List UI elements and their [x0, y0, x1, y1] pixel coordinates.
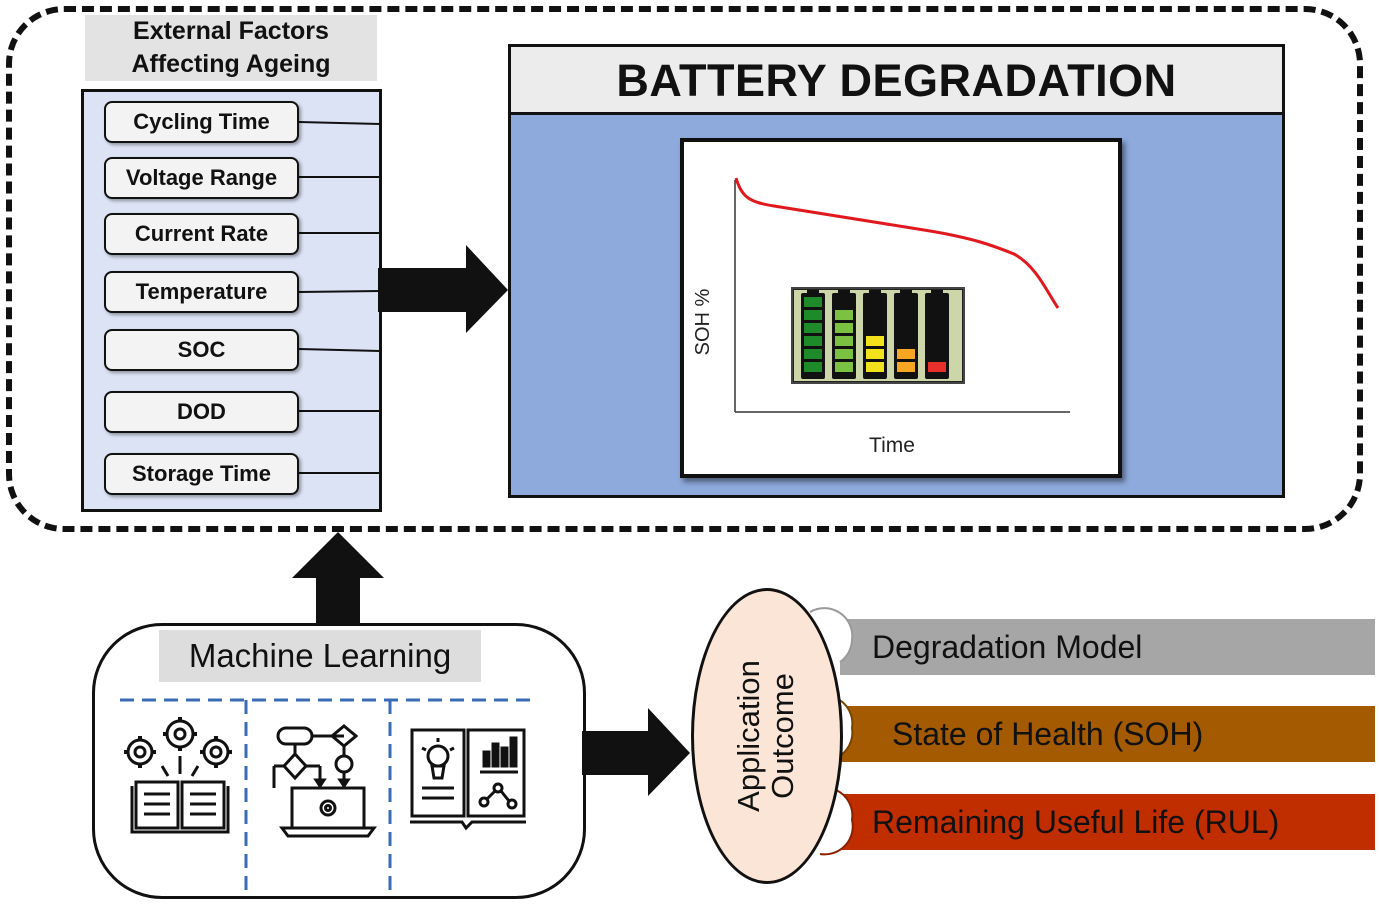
arrow-right-to-application — [582, 708, 690, 796]
soh-curve — [734, 177, 1060, 309]
dashed-frame — [6, 6, 1363, 532]
outcome-soh-label: State of Health (SOH) — [892, 716, 1204, 752]
gears-book-icon — [124, 717, 232, 834]
factor-dod: DOD — [104, 391, 299, 433]
factor-temperature: Temperature — [104, 271, 299, 313]
application-outcome-ellipse — [691, 588, 843, 884]
factor-voltage-range: Voltage Range — [104, 157, 299, 199]
y-axis-label: SOH % — [692, 288, 714, 355]
outcome-degradation-model: Degradation Model — [840, 619, 1375, 675]
factor-soc: SOC — [104, 329, 299, 371]
arrow-right-to-degradation — [378, 245, 508, 333]
analytics-book-icon — [410, 728, 526, 831]
ml-icons — [120, 698, 532, 890]
outcome-rul-label: Remaining Useful Life (RUL) — [872, 804, 1280, 840]
factors-title-text: External Factors Affecting Ageing — [131, 17, 331, 78]
factor-cycling-time: Cycling Time — [104, 101, 299, 143]
factor-storage-time: Storage Time — [104, 453, 299, 495]
outcome-degradation-model-label: Degradation Model — [872, 629, 1143, 665]
soh-chart: SOH % Time — [680, 138, 1122, 478]
application-outcome-label: Application Outcome — [731, 586, 802, 886]
outcome-rul: Remaining Useful Life (RUL) — [840, 794, 1375, 850]
flowchart-laptop-icon — [272, 724, 377, 838]
arrow-up-to-factors — [292, 532, 384, 626]
degradation-title: BATTERY DEGRADATION — [511, 47, 1282, 115]
soh-chart-svg: SOH % Time — [692, 177, 1070, 457]
factor-current-rate: Current Rate — [104, 213, 299, 255]
factors-title: External Factors Affecting Ageing — [85, 15, 377, 81]
battery-levels-icon — [791, 287, 965, 384]
application-outcome-text: Application Outcome — [731, 660, 800, 812]
machine-learning-title: Machine Learning — [159, 630, 481, 682]
outcome-soh: State of Health (SOH) — [840, 706, 1375, 762]
x-axis-label: Time — [869, 434, 915, 457]
